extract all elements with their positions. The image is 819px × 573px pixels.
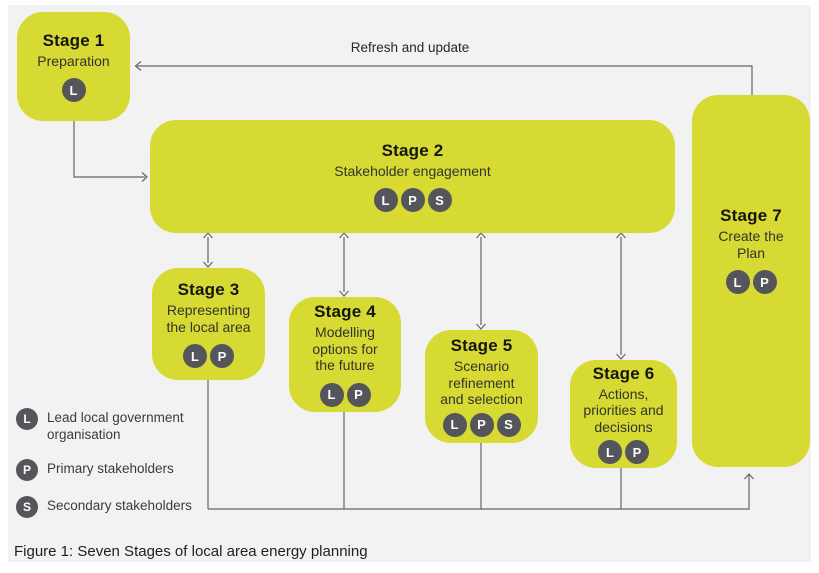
lead-badge: L: [598, 440, 622, 465]
stage-7-badges: L P: [725, 270, 777, 295]
stage-2-box: Stage 2 Stakeholder engagement L P S: [150, 120, 675, 233]
stage-6-title: Stage 6: [592, 363, 655, 383]
primary-badge: P: [346, 382, 371, 407]
stage-5-box: Stage 5 Scenario refinement and selectio…: [425, 330, 538, 443]
stage-7-subtitle: Create the Plan: [718, 227, 784, 261]
secondary-badge: S: [496, 412, 521, 437]
legend-label-lead: Lead local government organisation: [47, 410, 184, 442]
lead-badge: L: [61, 78, 86, 103]
stage-3-box: Stage 3 Representing the local area L P: [152, 268, 265, 380]
lead-badge: L: [319, 382, 344, 407]
stage-5-subtitle: Scenario refinement and selection: [440, 358, 523, 408]
refresh-and-update-label: Refresh and update: [350, 40, 470, 55]
primary-badge: P: [400, 188, 425, 213]
stage-4-box: Stage 4 Modelling options for the future…: [289, 297, 401, 412]
stage-4-subtitle: Modelling options for the future: [312, 324, 378, 374]
stage-1-title: Stage 1: [42, 30, 105, 50]
stage-2-badges: L P S: [373, 188, 452, 213]
stage-2-subtitle: Stakeholder engagement: [334, 162, 491, 179]
legend-item-lead: L Lead local government organisation: [16, 408, 207, 444]
stage-3-title: Stage 3: [177, 279, 240, 299]
primary-badge: P: [469, 412, 494, 437]
stage-7-title: Stage 7: [720, 205, 782, 225]
stage-6-subtitle: Actions, priorities and decisions: [583, 385, 664, 435]
stage-6-badges: L P: [598, 440, 649, 465]
stage-5-title: Stage 5: [450, 336, 513, 356]
stage-4-badges: L P: [319, 382, 371, 407]
secondary-badge: S: [427, 188, 452, 213]
lead-badge: L: [725, 270, 750, 295]
legend-label-primary: Primary stakeholders: [47, 460, 174, 476]
diagram-background-panel: [8, 5, 811, 562]
legend: L Lead local government organisation P P…: [16, 408, 207, 518]
stage-7-box: Stage 7 Create the Plan L P: [692, 95, 810, 467]
primary-badge: P: [210, 344, 234, 369]
lead-badge: L: [442, 412, 467, 437]
stage-1-box: Stage 1 Preparation L: [17, 12, 130, 121]
legend-label-secondary: Secondary stakeholders: [47, 497, 192, 513]
stage-5-badges: L P S: [442, 412, 521, 437]
stage-3-subtitle: Representing the local area: [166, 301, 251, 335]
secondary-badge: S: [16, 495, 38, 518]
lead-badge: L: [373, 188, 398, 213]
stage-1-subtitle: Preparation: [37, 52, 110, 69]
primary-badge: P: [752, 270, 777, 295]
figure-caption: Figure 1: Seven Stages of local area ene…: [14, 543, 368, 560]
legend-item-secondary: S Secondary stakeholders: [16, 495, 207, 518]
lead-badge: L: [16, 408, 38, 430]
stage-4-title: Stage 4: [314, 302, 376, 322]
primary-badge: P: [16, 458, 38, 481]
stage-2-title: Stage 2: [381, 140, 444, 160]
primary-badge: P: [625, 440, 649, 465]
legend-item-primary: P Primary stakeholders: [16, 458, 207, 481]
stage-6-box: Stage 6 Actions, priorities and decision…: [570, 360, 677, 468]
stage-1-badges: L: [61, 78, 86, 103]
lead-badge: L: [183, 344, 207, 369]
stage-3-badges: L P: [183, 344, 234, 369]
